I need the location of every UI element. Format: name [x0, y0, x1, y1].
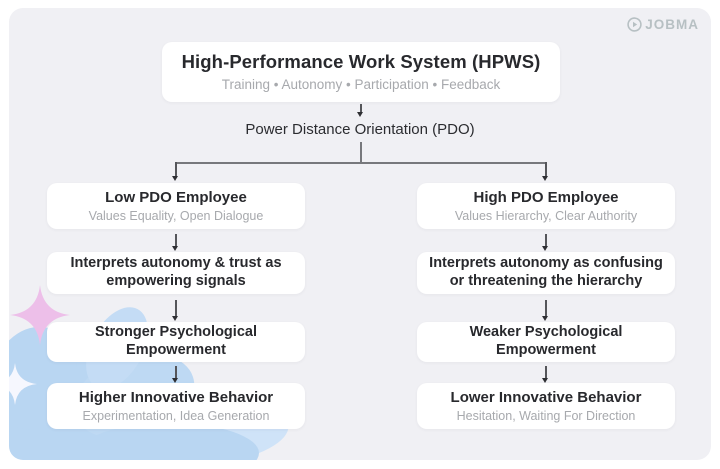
weaker-empowerment-node: Weaker Psychological Empowerment — [417, 322, 675, 362]
white-sparkle-icon — [9, 363, 37, 405]
connector-right-1 — [545, 234, 547, 246]
connector-right-2 — [545, 300, 547, 316]
low-pdo-employee-node: Low PDO Employee Values Equality, Open D… — [47, 183, 305, 229]
node-title: Higher Innovative Behavior — [78, 388, 274, 406]
node-title: Stronger Psychological Empowerment — [95, 324, 257, 358]
connector-branch-horizontal — [176, 162, 547, 164]
node-subtitle: Hesitation, Waiting For Direction — [456, 408, 636, 423]
arrow-down-icon — [542, 316, 548, 321]
node-title: Low PDO Employee — [105, 188, 247, 206]
high-pdo-interpretation-node: Interprets autonomy as confusing or thre… — [417, 252, 675, 294]
node-title: High PDO Employee — [473, 188, 619, 206]
node-subtitle: Values Equality, Open Dialogue — [88, 208, 264, 223]
node-subtitle: Experimentation, Idea Generation — [82, 408, 270, 423]
connector-branch-left — [175, 162, 177, 176]
arrow-down-icon — [172, 378, 178, 383]
arrow-down-icon — [172, 246, 178, 251]
connector-left-2 — [175, 300, 177, 316]
logo-text: JOBMA — [645, 17, 699, 32]
arrow-down-icon — [542, 378, 548, 383]
pink-sparkle-icon — [10, 285, 70, 345]
connector-branch-right — [545, 162, 547, 176]
hpws-subtitle: Training • Autonomy • Participation • Fe… — [221, 77, 501, 93]
node-title: Interprets autonomy & trust as empowerin… — [70, 255, 282, 289]
hpws-node: High-Performance Work System (HPWS) Trai… — [162, 42, 560, 102]
lower-innovation-node: Lower Innovative Behavior Hesitation, Wa… — [417, 383, 675, 429]
stronger-empowerment-node: Stronger Psychological Empowerment — [47, 322, 305, 362]
play-circle-icon — [627, 17, 642, 32]
connector-pdo-stub — [360, 142, 362, 163]
connector-left-1 — [175, 234, 177, 246]
decorative-artwork — [9, 285, 289, 460]
arrow-down-icon — [172, 316, 178, 321]
arrow-down-icon — [542, 246, 548, 251]
arrow-down-icon — [357, 112, 363, 117]
connector-hpws-pdo — [360, 104, 362, 112]
arrow-down-icon — [542, 176, 548, 181]
higher-innovation-node: Higher Innovative Behavior Experimentati… — [47, 383, 305, 429]
node-title: Lower Innovative Behavior — [450, 388, 642, 406]
connector-left-3 — [175, 366, 177, 378]
pdo-label: Power Distance Orientation (PDO) — [245, 121, 475, 138]
low-pdo-interpretation-node: Interprets autonomy & trust as empowerin… — [47, 252, 305, 294]
infographic-card: JOBMA High-Performance Work System (HPWS… — [9, 8, 711, 460]
connector-right-3 — [545, 366, 547, 378]
high-pdo-employee-node: High PDO Employee Values Hierarchy, Clea… — [417, 183, 675, 229]
node-subtitle: Values Hierarchy, Clear Authority — [454, 208, 638, 223]
node-title: Interprets autonomy as confusing or thre… — [429, 255, 663, 289]
hpws-title: High-Performance Work System (HPWS) — [181, 51, 541, 73]
node-title: Weaker Psychological Empowerment — [469, 324, 623, 358]
arrow-down-icon — [172, 176, 178, 181]
jobma-logo: JOBMA — [627, 17, 699, 32]
